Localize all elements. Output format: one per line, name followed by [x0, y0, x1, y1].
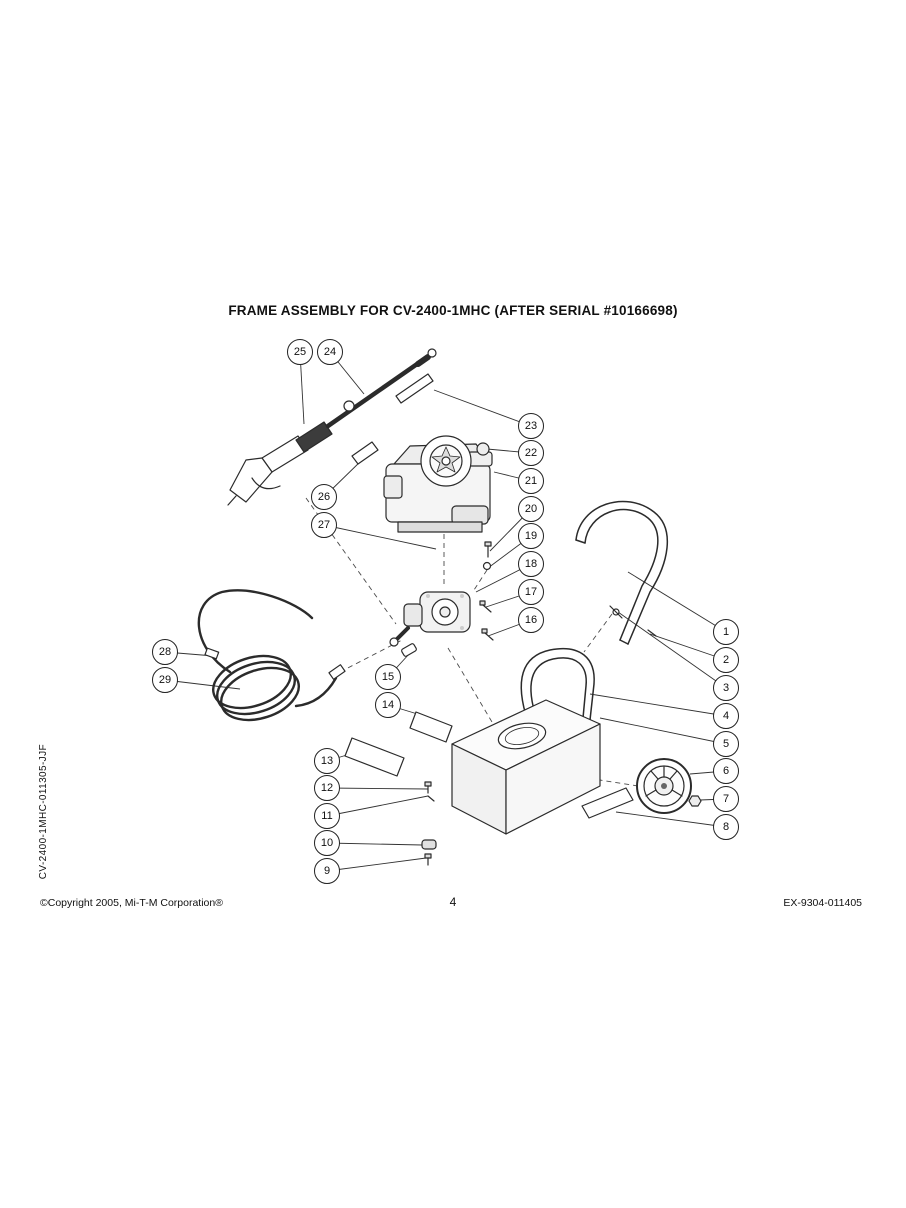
callout-20: 20 [518, 496, 544, 522]
pump [389, 591, 471, 647]
callout-7: 7 [713, 786, 739, 812]
callout-28: 28 [152, 639, 178, 665]
callout-25: 25 [287, 339, 313, 365]
callout-23: 23 [518, 413, 544, 439]
callout-29: 29 [152, 667, 178, 693]
callout-8: 8 [713, 814, 739, 840]
callout-11: 11 [314, 803, 340, 829]
callout-22: 22 [518, 440, 544, 466]
callout-24: 24 [317, 339, 343, 365]
document-side-code: CV-2400-1MHC-011305-JJF [38, 744, 49, 880]
callout-13: 13 [314, 748, 340, 774]
callout-10: 10 [314, 830, 340, 856]
base-cart [451, 699, 601, 835]
spray-wand [325, 348, 437, 429]
document-number: EX-9304-011405 [783, 897, 862, 909]
callout-9: 9 [314, 858, 340, 884]
callout-12: 12 [314, 775, 340, 801]
callout-4: 4 [713, 703, 739, 729]
handle-bar [575, 500, 669, 645]
engine [383, 435, 493, 533]
callout-15: 15 [375, 664, 401, 690]
page-title: FRAME ASSEMBLY FOR CV-2400-1MHC (AFTER S… [228, 303, 678, 318]
callout-18: 18 [518, 551, 544, 577]
wand-tube-part [395, 373, 434, 404]
callout-2: 2 [713, 647, 739, 673]
callout-16: 16 [518, 607, 544, 633]
callout-27: 27 [311, 512, 337, 538]
engine-label [351, 441, 379, 465]
callout-14: 14 [375, 692, 401, 718]
copyright-notice: ©Copyright 2005, Mi-T-M Corporation® [40, 897, 223, 909]
callout-1: 1 [713, 619, 739, 645]
callout-19: 19 [518, 523, 544, 549]
fasteners [401, 541, 657, 866]
callout-26: 26 [311, 484, 337, 510]
callout-5: 5 [713, 731, 739, 757]
callout-21: 21 [518, 468, 544, 494]
callout-17: 17 [518, 579, 544, 605]
frame-loop [520, 647, 595, 723]
callout-6: 6 [713, 758, 739, 784]
wheel [636, 758, 702, 814]
spray-gun [227, 421, 333, 506]
high-pressure-hose [197, 589, 346, 722]
callout-3: 3 [713, 675, 739, 701]
decal-labels [344, 711, 634, 819]
page-number: 4 [449, 895, 457, 909]
